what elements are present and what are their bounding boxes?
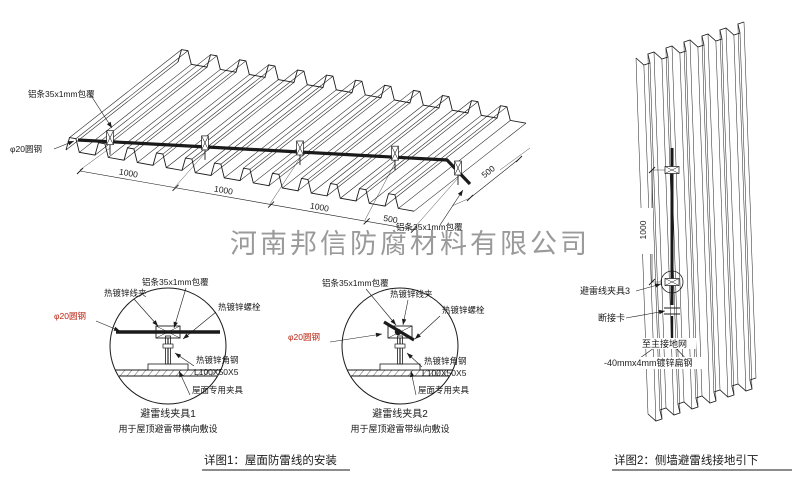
roof-dimension-chain: [76, 147, 531, 233]
d2-label-strip: 铝条35x1mm包覆: [322, 278, 389, 288]
d1-label-angle-steel: 热镀锌角钢: [196, 355, 239, 365]
wall-label-flat-steel: -40mmx4mm镀锌扁钢: [604, 357, 693, 368]
label-backing: [638, 338, 696, 349]
dim-1000-a: 1000: [118, 166, 139, 179]
d1-label-rod: φ20圆钢: [54, 311, 86, 321]
dim-1000-c: 1000: [309, 200, 330, 213]
d2-label-fixture: 屋面专用夹具: [418, 385, 470, 395]
label-round-steel-rod: φ20圆钢: [10, 144, 42, 154]
company-watermark: 河南邦信防腐材料有限公司: [230, 229, 590, 259]
d2-label-wire-clip: 热镀锌线夹: [390, 289, 433, 299]
detail-circle-1: [95, 287, 227, 405]
d1-label-fixture: 屋面专用夹具: [192, 385, 244, 395]
d2-label-rod: φ20圆钢: [288, 332, 320, 342]
d1-title: 避雷线夹具1: [140, 407, 196, 420]
label-backing: [639, 208, 653, 254]
label-aluminum-strip-right: 铝条35x1mm包覆: [396, 222, 463, 232]
d2-label-bolt: 热镀锌螺栓: [442, 305, 485, 315]
d1-label-bolt: 热镀锌螺栓: [218, 302, 261, 312]
roof-isometric-view: [53, 49, 527, 226]
wall-label-to-ground: 至主接地网: [642, 338, 687, 349]
d2-subtitle: 用于屋顶避雷带纵向敷设: [350, 423, 449, 434]
wall-dim-1000: 1000: [638, 220, 648, 239]
caption-detail1: 详图1：屋面防雷线的安装: [204, 453, 337, 467]
dim-1000-b: 1000: [213, 183, 234, 196]
wall-label-clamp3: 避雷线夹具3: [580, 285, 630, 296]
label-aluminum-strip-top: 铝条35x1mm包覆: [28, 89, 95, 99]
wall-label-disconnect: 断接卡: [598, 312, 625, 323]
dim-500-b: 500: [479, 163, 497, 180]
d2-title: 避雷线夹具2: [372, 407, 428, 420]
d2-label-angle-steel: 热镀锌角钢: [424, 356, 467, 366]
d1-label-strip: 铝条35x1mm包覆: [142, 277, 209, 287]
d1-label-wire-clip: 热镀锌线夹: [104, 288, 147, 298]
d2-label-angle-size: L100X50X5: [422, 368, 467, 378]
caption-detail2: 详图2：侧墙避雷线接地引下: [614, 453, 758, 467]
dim-500-a: 500: [383, 213, 399, 225]
d1-subtitle: 用于屋顶避雷带横向敷设: [118, 423, 217, 434]
label-backing: [600, 357, 708, 369]
detail-circle-2: [329, 287, 459, 405]
d1-label-angle-size: L100X50X5: [194, 367, 239, 377]
